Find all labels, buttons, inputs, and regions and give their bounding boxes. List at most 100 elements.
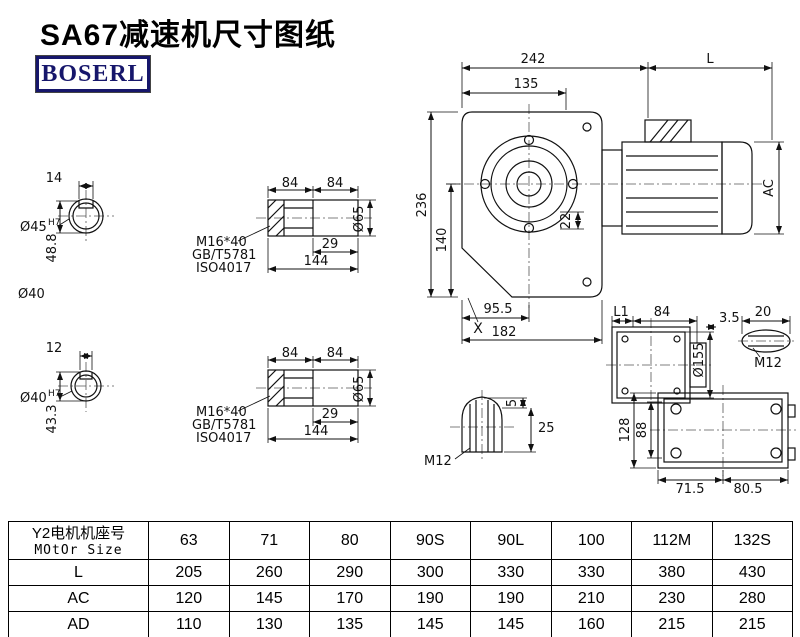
- header-motor-size-en: MOtOr Size: [34, 542, 123, 558]
- row-label-ac: AC: [8, 585, 149, 612]
- cell-ac-80: 170: [309, 585, 391, 612]
- dim-84-a2: 84: [282, 346, 299, 361]
- dim-dia-155: Ø155: [692, 342, 707, 377]
- thread-m12-key: M12: [424, 454, 452, 469]
- dim-88: 88: [635, 422, 650, 439]
- dim-motor-l: L: [706, 52, 714, 67]
- shaft-end-view-2: [70, 370, 102, 402]
- dim-20: 20: [755, 305, 772, 320]
- cell-ad-100: 160: [550, 611, 632, 637]
- table-header-row: Y2电机机座号 MOtOr Size 63 71 80 90S 90L 100 …: [8, 521, 793, 560]
- column-header-71: 71: [228, 521, 310, 560]
- dim-dia-40: Ø40: [20, 391, 47, 406]
- dim-key-width-14: 14: [46, 171, 63, 186]
- dim-l1: L1: [613, 305, 629, 320]
- dimension-lines: [57, 65, 790, 483]
- dim-key-depth-48-8: 48.8: [45, 234, 60, 263]
- header-motor-size-cn: Y2电机机座号: [31, 524, 126, 542]
- cell-ac-132s: 280: [711, 585, 793, 612]
- cell-l-112m: 380: [631, 559, 713, 586]
- base-view: [657, 392, 796, 469]
- dim-ac: AC: [762, 179, 777, 197]
- cell-l-63: 205: [148, 559, 230, 586]
- column-header-80: 80: [309, 521, 391, 560]
- dim-182: 182: [492, 325, 517, 340]
- dim-242: 242: [521, 52, 546, 67]
- cell-ac-112m: 230: [631, 585, 713, 612]
- dim-key-depth-43-3: 43.3: [45, 405, 60, 434]
- table-row-ac: AC 120 145 170 190 190 210 230 280: [8, 585, 793, 612]
- column-header-100: 100: [550, 521, 632, 560]
- dim-128: 128: [618, 418, 633, 443]
- standard-gb-1: GB/T5781: [192, 248, 256, 263]
- technical-drawing: 14 Ø45 H7 48.8 Ø40 12 Ø40 H7 43.3 84 84 …: [18, 52, 796, 497]
- table-row-ad: AD 110 130 135 145 145 160 215 215: [8, 611, 793, 637]
- column-header-90l: 90L: [470, 521, 552, 560]
- motor-size-table: Y2电机机座号 MOtOr Size 63 71 80 90S 90L 100 …: [8, 521, 793, 637]
- thread-m12-input: M12: [754, 356, 782, 371]
- shaft-side-view-2: [267, 369, 359, 407]
- dim-140: 140: [435, 228, 450, 253]
- section-x-label: X: [473, 321, 483, 337]
- dim-dia-45-tolerance: H7: [48, 218, 61, 228]
- standard-gb-2: GB/T5781: [192, 418, 256, 433]
- row-label-ad: AD: [8, 611, 149, 637]
- dim-84-b1: 84: [327, 176, 344, 191]
- bolt-spec-1: M16*40: [196, 235, 247, 250]
- dim-135: 135: [514, 77, 539, 92]
- dim-144-2: 144: [304, 424, 329, 439]
- dim-84-input: 84: [654, 305, 671, 320]
- header-motor-size: Y2电机机座号 MOtOr Size: [8, 521, 149, 560]
- dim-29-1: 29: [322, 237, 339, 252]
- table-row-l: L 205 260 290 300 330 330 380 430: [8, 559, 793, 586]
- cell-ac-90s: 190: [389, 585, 471, 612]
- standard-iso-2: ISO4017: [196, 431, 251, 446]
- bolt-spec-2: M16*40: [196, 405, 247, 420]
- key-detail-view: [461, 396, 503, 453]
- standard-iso-1: ISO4017: [196, 261, 251, 276]
- column-header-112m: 112M: [631, 521, 713, 560]
- centerlines: [58, 104, 796, 476]
- dim-dia-65-1: Ø65: [352, 206, 367, 233]
- dim-84-b2: 84: [327, 346, 344, 361]
- cell-ad-132s: 215: [711, 611, 793, 637]
- cell-ad-63: 110: [148, 611, 230, 637]
- input-side-view: [611, 326, 707, 404]
- main-view: [461, 111, 753, 298]
- dim-25: 25: [538, 421, 555, 436]
- cell-ac-90l: 190: [470, 585, 552, 612]
- column-header-63: 63: [148, 521, 230, 560]
- cell-ac-71: 145: [228, 585, 310, 612]
- dim-3-5: 3.5: [719, 311, 740, 326]
- column-header-90s: 90S: [389, 521, 471, 560]
- dim-dia-65-2: Ø65: [352, 376, 367, 403]
- row-label-l: L: [8, 559, 149, 586]
- cell-ad-90s: 145: [389, 611, 471, 637]
- cell-ac-100: 210: [550, 585, 632, 612]
- cell-ac-63: 120: [148, 585, 230, 612]
- dim-71-5: 71.5: [676, 482, 705, 497]
- column-header-132s: 132S: [711, 521, 793, 560]
- logo-text: BOSERL: [41, 60, 145, 87]
- cell-l-100: 330: [550, 559, 632, 586]
- shaft-cross-section: [741, 329, 791, 353]
- cell-l-71: 260: [228, 559, 310, 586]
- dim-5: 5: [505, 399, 520, 407]
- dim-22: 22: [559, 213, 574, 230]
- cell-l-90l: 330: [470, 559, 552, 586]
- cell-l-80: 290: [309, 559, 391, 586]
- dim-236: 236: [415, 193, 430, 218]
- dim-80-5: 80.5: [734, 482, 763, 497]
- dim-29-2: 29: [322, 407, 339, 422]
- dim-key-width-12: 12: [46, 341, 63, 356]
- cell-l-90s: 300: [389, 559, 471, 586]
- boserl-logo: BOSERL: [36, 56, 150, 92]
- dim-dia-40-tolerance: H7: [48, 389, 61, 399]
- dim-95-5: 95.5: [484, 302, 513, 317]
- dim-84-a1: 84: [282, 176, 299, 191]
- extension-lines: [56, 62, 791, 484]
- cell-ad-90l: 145: [470, 611, 552, 637]
- dim-dia-45: Ø45: [20, 220, 47, 235]
- dim-bore-40: Ø40: [18, 287, 45, 302]
